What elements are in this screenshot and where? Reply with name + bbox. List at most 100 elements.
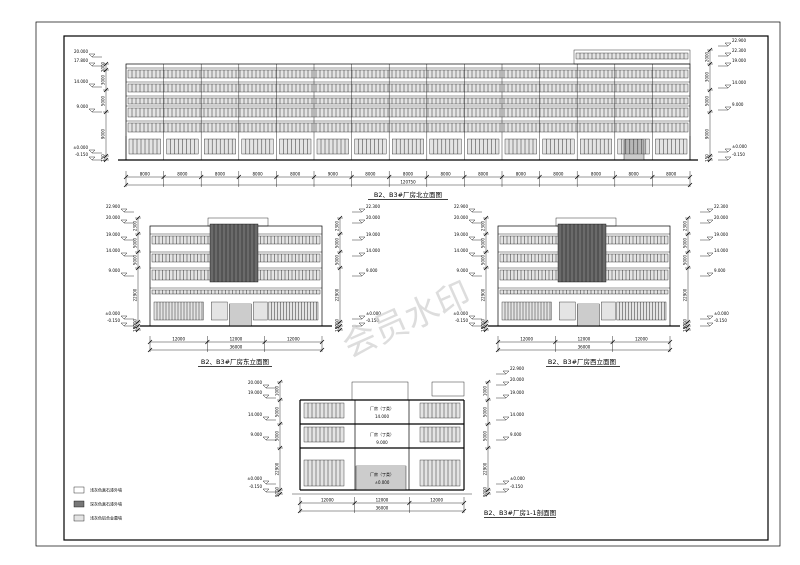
east-level-marks-left: 22.90020.00019.00014.0009.000±0.000-0.15… [105, 204, 134, 327]
section-left-vdim-3: 5000 [275, 430, 280, 441]
east-right-vdim-5: 9000 [335, 318, 340, 329]
west-right-level-6: ±0.000 [714, 311, 729, 316]
section-bay-dim-2: 12000 [376, 498, 389, 503]
section-right-level-3: 19.000 [510, 390, 524, 395]
north-right-level-1: 22.900 [732, 38, 746, 43]
north-left-level-6: -0.150 [75, 152, 88, 157]
section-label-4: 9.000 [376, 440, 388, 445]
north-bay-dim-5: 8000 [290, 172, 301, 177]
north-right-level-3: 19.000 [732, 58, 746, 63]
west-left-level-3: 19.000 [454, 232, 468, 237]
west-left-vdim-4: 22900 [481, 288, 486, 301]
north-right-vdim-2: 3000 [705, 71, 710, 82]
west-left-level-5: 9.000 [457, 268, 469, 273]
north-building-facade [125, 49, 691, 161]
north-elevation-title: B2、B3#厂房北立面图 [374, 190, 442, 199]
section-label-5: 厂房（丁类） [370, 471, 394, 477]
section-left-vdim-4: 22900 [275, 462, 280, 475]
east-elevation: 22.90020.00019.00014.0009.000±0.000-0.15… [105, 204, 381, 367]
section-left-vdim-6: 150 [275, 0, 283, 1]
west-right-level-3: 19.000 [714, 232, 728, 237]
east-bay-dim-2: 12000 [230, 337, 243, 342]
north-horizontal-dimensions: 8000 8000 8000 8000 8000 9000 8000 8000 8000 8000… [123, 171, 693, 188]
north-left-level-4: 9.000 [77, 104, 89, 109]
north-bay-dim-9: 8000 [441, 172, 452, 177]
section-vertical-dimensions: 1000500050002290090001501000500050002290… [275, 0, 491, 497]
section-right-vdim-5: 9000 [483, 486, 488, 497]
west-right-vdim-3: 5000 [683, 254, 688, 265]
west-right-vdim-1: 2300 [683, 220, 688, 231]
section-title: B2、B3#厂房1-1剖面图 [484, 508, 556, 517]
west-level-marks-right: 22.30020.00019.00014.0009.000±0.000-0.15… [700, 204, 729, 327]
north-left-vdim-5: 150 [101, 154, 106, 162]
north-left-vdim-1: 2000 [101, 61, 106, 72]
legend-item-1: 浅灰色真石漆外墙 [90, 487, 122, 493]
east-left-vdim-5: 9000 [133, 318, 138, 329]
section-right-vdim-6: 150 [483, 0, 491, 1]
west-right-vdim-2: 5000 [683, 237, 688, 248]
west-right-level-4: 14.000 [714, 248, 728, 253]
east-left-level-5: 9.000 [109, 268, 121, 273]
north-left-vdim-3: 5000 [101, 95, 106, 106]
legend: 浅灰色真石漆外墙 深灰色真石漆外墙 浅灰色铝合金幕墙 [73, 487, 122, 522]
section-right-vdim-1: 1000 [483, 385, 488, 396]
east-left-level-4: 14.000 [106, 248, 120, 253]
west-left-vdim-3: 5000 [481, 254, 486, 265]
north-bay-dim-8: 8000 [403, 172, 414, 177]
north-left-level-1: 20.000 [74, 49, 88, 54]
north-right-level-7: -0.150 [732, 152, 745, 157]
west-left-level-1: 22.900 [454, 204, 468, 209]
west-bay-dim-1: 12000 [520, 337, 533, 342]
north-right-vdim-4: 9000 [705, 128, 710, 139]
section-right-level-4: 14.000 [510, 412, 524, 417]
west-elevation: 22.90020.00019.00014.0009.000±0.000-0.15… [453, 204, 729, 367]
east-bay-dim-1: 12000 [172, 337, 185, 342]
east-building-facade [149, 217, 323, 327]
west-left-level-6: ±0.000 [453, 311, 468, 316]
east-right-vdim-4: 22900 [335, 288, 340, 301]
west-left-level-7: -0.150 [455, 318, 468, 323]
north-bay-dim-3: 8000 [215, 172, 226, 177]
north-left-vdim-2: 3000 [101, 74, 106, 85]
west-left-vdim-5: 9000 [481, 318, 486, 329]
north-bay-dim-6: 9000 [328, 172, 339, 177]
north-bay-dim-1: 8000 [140, 172, 151, 177]
north-right-vdim-1: 2000 [705, 51, 710, 62]
east-left-vdim-2: 5000 [133, 237, 138, 248]
east-left-level-1: 22.900 [106, 204, 120, 209]
section-total-dim: 36000 [376, 506, 389, 511]
section-left-vdim-2: 5000 [275, 406, 280, 417]
section-label-2: 14.000 [375, 414, 389, 419]
section-right-vdim-3: 5000 [483, 430, 488, 441]
east-right-level-6: ±0.000 [366, 311, 381, 316]
section-right-vdim-4: 22900 [483, 462, 488, 475]
section-label-6: ±0.000 [375, 480, 390, 485]
section-right-level-5: 9.000 [510, 432, 522, 437]
east-left-vdim-4: 22900 [133, 288, 138, 301]
east-right-vdim-6: 150 [335, 324, 340, 332]
north-bay-dim-2: 8000 [177, 172, 188, 177]
north-left-level-5: ±0.000 [73, 145, 88, 150]
section-label-3: 厂房（丁类） [370, 431, 394, 437]
north-bay-dim-14: 8000 [629, 172, 640, 177]
west-vertical-dimensions: 2300500050002290090001502300500050002290… [481, 215, 691, 333]
east-right-level-4: 14.000 [366, 248, 380, 253]
west-right-level-5: 9.000 [714, 268, 726, 273]
legend-swatch-glass-wall [73, 514, 85, 522]
west-left-vdim-6: 150 [481, 324, 486, 332]
legend-item-3: 浅灰色铝合金幕墙 [90, 515, 122, 521]
outer-border [35, 21, 781, 547]
east-right-vdim-3: 5000 [335, 254, 340, 265]
north-left-level-2: 17.800 [74, 58, 88, 63]
north-bay-dim-7: 8000 [365, 172, 376, 177]
west-total-dim: 36000 [578, 345, 591, 350]
west-right-vdim-4: 22900 [683, 288, 688, 301]
east-level-marks-right: 22.30020.00019.00014.0009.000±0.000-0.15… [352, 204, 381, 327]
north-bay-dim-4: 8000 [253, 172, 264, 177]
east-vertical-dimensions: 2300500050002290090001502300500050002290… [133, 215, 343, 333]
legend-item-2: 深灰色真石漆外墙 [90, 501, 122, 507]
west-left-vdim-2: 5000 [481, 237, 486, 248]
